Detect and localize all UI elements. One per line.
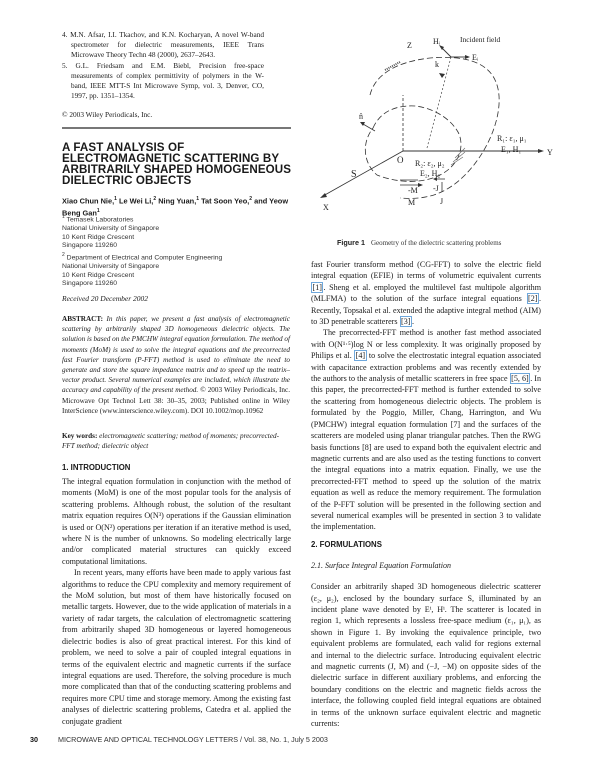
author-list: Xiao Chun Nie,1 Le Wei Li,2 Ning Yuan,1 … <box>62 196 289 218</box>
affiliation-line: 1 Temasek Laboratories <box>62 214 134 224</box>
formulations-body: Consider an arbitrarily shaped 3D homoge… <box>311 573 541 737</box>
svg-text:E₁, H₁: E₁, H₁ <box>501 145 521 154</box>
svg-text:R₁: ε₁, μ₁: R₁: ε₁, μ₁ <box>497 134 527 143</box>
affiliation-line: 10 Kent Ridge Crescent <box>62 271 135 279</box>
abstract-citation: © 2003 Wiley Periodicals, Inc. Microwave… <box>62 386 290 415</box>
introduction-body-continued: fast Fourier transform method (CG-FFT) t… <box>311 259 541 533</box>
figure-caption-text: Geometry of the dielectric scattering pr… <box>370 239 502 247</box>
svg-text:Hᵢ: Hᵢ <box>433 37 441 46</box>
citation-link[interactable]: [3] <box>399 316 412 328</box>
paragraph: fast Fourier transform method (CG-FFT) t… <box>311 260 541 328</box>
svg-text:-M: -M <box>408 186 418 195</box>
citation-link[interactable]: [2] <box>526 293 539 305</box>
svg-text:Eᵢ: Eᵢ <box>472 53 479 62</box>
affiliation-line: National University of Singapore <box>62 224 160 232</box>
abstract-text: In this paper, we present a fast analysi… <box>62 315 290 395</box>
author: Xiao Chun Nie, <box>62 196 115 206</box>
svg-text:-J: -J <box>433 184 439 193</box>
reference-item: 5. G.L. Friedsam and E.M. Biebl, Precisi… <box>62 60 264 101</box>
citation-link[interactable]: [4] <box>354 350 367 362</box>
paragraph: The integral equation formulation in con… <box>62 477 291 566</box>
reference-item: 4. M.N. Afsar, I.I. Tkachov, and K.N. Ko… <box>62 30 264 60</box>
paragraph: In recent years, many efforts have been … <box>62 568 291 726</box>
svg-text:M: M <box>408 198 415 207</box>
svg-text:E₂, H₂: E₂, H₂ <box>420 169 440 178</box>
citation-link[interactable]: [5, 6] <box>509 373 531 385</box>
section-divider <box>62 127 291 129</box>
affiliation-line: Singapore 119260 <box>62 280 118 288</box>
figure-caption-label: Figure 1 <box>337 238 365 247</box>
svg-text:O: O <box>397 155 404 165</box>
section-heading-introduction: 1. INTRODUCTION <box>62 463 131 472</box>
svg-text:Y: Y <box>547 148 553 157</box>
affiliation-line: Singapore 119260 <box>62 242 118 250</box>
references-list: 4. M.N. Afsar, I.I. Tkachov, and K.N. Ko… <box>62 30 264 121</box>
svg-text:X: X <box>323 203 329 212</box>
copyright-notice: © 2003 Wiley Periodicals, Inc. <box>62 110 153 120</box>
article-title: A FAST ANALYSIS OF ELECTROMAGNETIC SCATT… <box>62 141 292 187</box>
keywords-label: Key words: <box>62 432 98 440</box>
paragraph: Consider an arbitrarily shaped 3D homoge… <box>311 582 541 728</box>
author: and Yeow Beng Gan <box>62 196 289 218</box>
citation-link[interactable]: [1] <box>311 281 324 293</box>
label-z: Z <box>407 41 412 50</box>
abstract-label: ABSTRACT: <box>62 315 104 323</box>
affiliation-line: 10 Kent Ridge Crescent <box>62 233 135 241</box>
figure-1-diagram: Z Hᵢ Eᵢ Incident field k n̂ S O Y X R₁: … <box>315 0 600 250</box>
abstract: ABSTRACT: In this paper, we present a fa… <box>62 314 290 416</box>
paragraph: The precorrected-FFT method is another f… <box>311 328 542 532</box>
author: Ning Yuan, <box>156 196 197 206</box>
svg-text:k: k <box>435 60 439 69</box>
keywords-text: electromagnetic scattering; method of mo… <box>62 432 279 451</box>
author: Le Wei Li, <box>116 196 154 206</box>
svg-text:n̂: n̂ <box>359 112 363 121</box>
svg-text:J: J <box>440 197 443 206</box>
introduction-body: The integral equation formulation in con… <box>62 476 291 727</box>
affiliation-line: 2 Department of Electrical and Computer … <box>62 252 223 262</box>
svg-text:S: S <box>351 169 357 180</box>
affiliation-line: National University of Singapore <box>62 263 160 271</box>
subsection-heading: 2.1. Surface Integral Equation Formulati… <box>311 561 451 570</box>
received-date: Received 20 December 2002 <box>62 294 149 303</box>
journal-info: MICROWAVE AND OPTICAL TECHNOLOGY LETTERS… <box>58 735 328 744</box>
author: Tat Soon Yeo, <box>199 196 250 206</box>
keywords: Key words: electromagnetic scattering; m… <box>62 431 290 451</box>
affiliations: 1 Temasek Laboratories National Universi… <box>62 213 302 289</box>
figure-caption: Figure 1 Geometry of the dielectric scatt… <box>337 238 501 247</box>
page-number: 30 <box>30 735 38 744</box>
svg-text:R₂: ε₂, μ₂: R₂: ε₂, μ₂ <box>415 159 445 168</box>
section-heading-formulations: 2. FORMULATIONS <box>311 540 382 549</box>
page-footer: 30 MICROWAVE AND OPTICAL TECHNOLOGY LETTE… <box>30 735 570 744</box>
svg-text:Incident field: Incident field <box>460 35 500 44</box>
